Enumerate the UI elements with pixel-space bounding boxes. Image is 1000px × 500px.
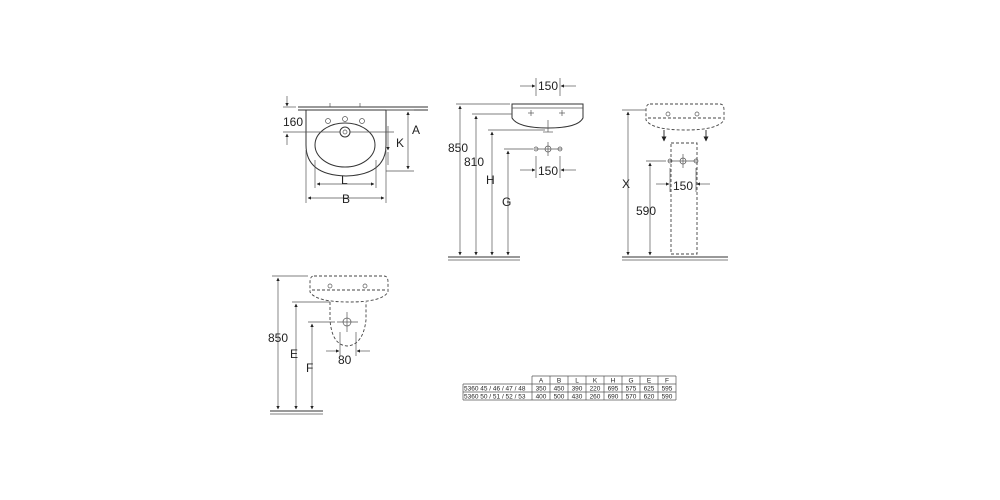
table-cell: 620 (644, 393, 655, 400)
table-cell: 570 (626, 393, 637, 400)
top-view: 160 A K L B (283, 96, 428, 206)
table-header-cell: F (665, 377, 669, 384)
table-cell: 350 (536, 385, 547, 392)
table-header-cell: G (628, 377, 633, 384)
table-header-cell: K (593, 377, 598, 384)
drain-icon (339, 126, 351, 138)
valve-cross-icon (533, 142, 563, 156)
drain-center-icon (342, 129, 348, 135)
table-header-cell: E (647, 377, 652, 384)
semi-pedestal-shroud (329, 302, 367, 347)
dim-850-semi-label: 850 (268, 331, 288, 345)
dim-590-label: 590 (636, 204, 656, 218)
table-cell: 695 (608, 385, 619, 392)
table-cell: 5360 50 / 51 / 52 / 53 (464, 393, 526, 400)
basin-outline (305, 110, 387, 177)
table-header-cell: A (539, 377, 544, 384)
dim-H-label: H (486, 173, 495, 187)
basin-dashed (645, 103, 725, 131)
inner-bowl (314, 122, 376, 168)
basin-dashed-semi (309, 275, 389, 303)
table-cell: 400 (536, 393, 547, 400)
dim-150-top-label: 150 (538, 79, 558, 93)
table-cell: 595 (662, 385, 673, 392)
dim-160-label: 160 (283, 115, 303, 129)
valve-cross-ped-icon (667, 154, 699, 168)
dim-E-label: E (290, 347, 298, 361)
tap-hole-icons (325, 116, 365, 124)
basin-front (511, 103, 584, 129)
table-header-cell: L (575, 377, 579, 384)
dim-80-label: 80 (338, 353, 352, 367)
table-cell: 590 (662, 393, 673, 400)
dim-150-mid-label: 150 (538, 164, 558, 178)
dim-L-label: L (341, 173, 348, 187)
table-cell: 500 (554, 393, 565, 400)
dim-A-label: A (412, 123, 420, 137)
table-cell: 625 (644, 385, 655, 392)
dim-G-label: G (502, 195, 511, 209)
tap-marks-ped (665, 111, 700, 117)
dim-X-label: X (622, 177, 630, 191)
table-header-cell: B (557, 377, 561, 384)
dim-810-label: 810 (464, 155, 484, 169)
front-view: 150 850 810 H G 150 (448, 78, 584, 261)
pedestal-dashed (670, 142, 698, 255)
table-cell: 220 (590, 385, 601, 392)
dim-150-ped-label: 150 (673, 179, 693, 193)
tap-marks (528, 110, 565, 116)
dim-850-label: 850 (448, 141, 468, 155)
table-cell: 690 (608, 393, 619, 400)
dim-K-label: K (396, 136, 404, 150)
table-cell: 390 (572, 385, 583, 392)
table-cell: 430 (572, 393, 583, 400)
dim-B-label: B (342, 192, 350, 206)
semi-pedestal-view: 80 850 E F (268, 275, 389, 415)
table-cell: 575 (626, 385, 637, 392)
table-header-cell: H (611, 377, 616, 384)
dimension-table: A B L K H G E F 5360 45 / 46 / 47 / 48 350 450 390 2… (462, 375, 677, 401)
table-cell: 260 (590, 393, 601, 400)
valve-semi-icon (337, 312, 358, 332)
tap-marks-semi (327, 283, 368, 289)
table-cell: 5360 45 / 46 / 47 / 48 (464, 385, 526, 392)
dim-F-label: F (306, 361, 313, 375)
table-cell: 450 (554, 385, 565, 392)
pedestal-view: X 590 150 (622, 103, 728, 261)
